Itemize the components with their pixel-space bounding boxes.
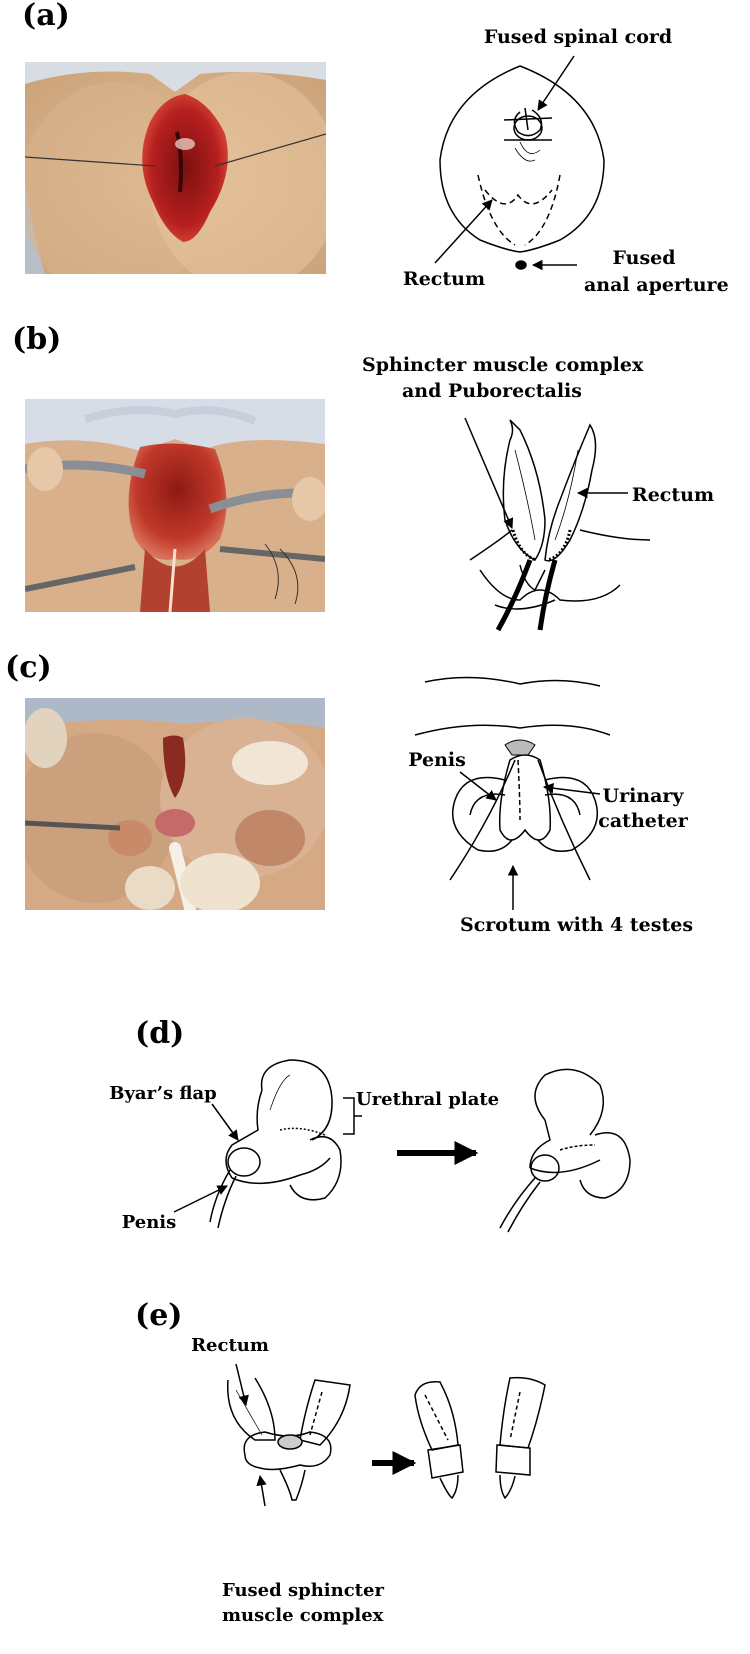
diagram-b xyxy=(469,419,651,632)
arrow-byars-flap xyxy=(211,1103,239,1141)
label-sphincter-2: and Puborectalis xyxy=(402,380,582,402)
label-rectum-a: Rectum xyxy=(402,268,486,290)
label-urethral-plate: Urethral plate xyxy=(356,1089,500,1110)
arrow-penis-d xyxy=(173,1185,228,1213)
diagram-d-left xyxy=(209,1059,342,1229)
label-fused-anal-aperture-1: Fused xyxy=(612,247,676,269)
label-fused-sphincter-1: Fused sphincter xyxy=(222,1580,384,1601)
label-urinary-catheter-1: Urinary xyxy=(602,785,684,807)
label-scrotum: Scrotum with 4 testes xyxy=(460,914,694,936)
arrow-fused-sphincter xyxy=(256,1474,267,1507)
panel-d-letter: (d) xyxy=(135,1016,185,1051)
diagram-e-left xyxy=(226,1377,351,1501)
label-fused-anal-aperture-2: anal aperture xyxy=(584,274,729,296)
label-penis-d: Penis xyxy=(121,1212,177,1233)
label-byars-flap: Byar’s flap xyxy=(109,1083,217,1104)
diagram-e-right xyxy=(414,1376,546,1500)
label-rectum-b: Rectum xyxy=(631,484,715,506)
panel-e-letter: (e) xyxy=(135,1298,183,1333)
label-rectum-e: Rectum xyxy=(191,1335,269,1356)
arrow-sphincter-complex xyxy=(464,417,514,529)
diagram-c xyxy=(414,676,611,881)
label-fused-spinal-cord: Fused spinal cord xyxy=(483,26,673,48)
panel-b-letter: (b) xyxy=(12,322,62,357)
arrow-rectum-a xyxy=(434,199,493,264)
surgical-photo-a xyxy=(25,62,326,274)
arrow-rectum-e xyxy=(235,1363,249,1407)
arrow-penis-c xyxy=(459,771,497,801)
panel-c-letter: (c) xyxy=(5,650,52,685)
label-fused-sphincter-2: muscle complex xyxy=(222,1605,384,1626)
label-sphincter-1: Sphincter muscle complex xyxy=(362,354,644,376)
diagram-d-right xyxy=(499,1068,631,1233)
diagram-a xyxy=(439,65,605,270)
label-penis-c: Penis xyxy=(408,749,466,771)
surgical-photo-c xyxy=(25,698,325,910)
panel-a-letter: (a) xyxy=(22,0,70,33)
surgical-photo-b xyxy=(25,399,325,612)
arrow-urinary-catheter xyxy=(542,782,601,795)
arrow-fused-spinal-cord xyxy=(537,55,575,111)
label-urinary-catheter-2: catheter xyxy=(598,810,688,832)
